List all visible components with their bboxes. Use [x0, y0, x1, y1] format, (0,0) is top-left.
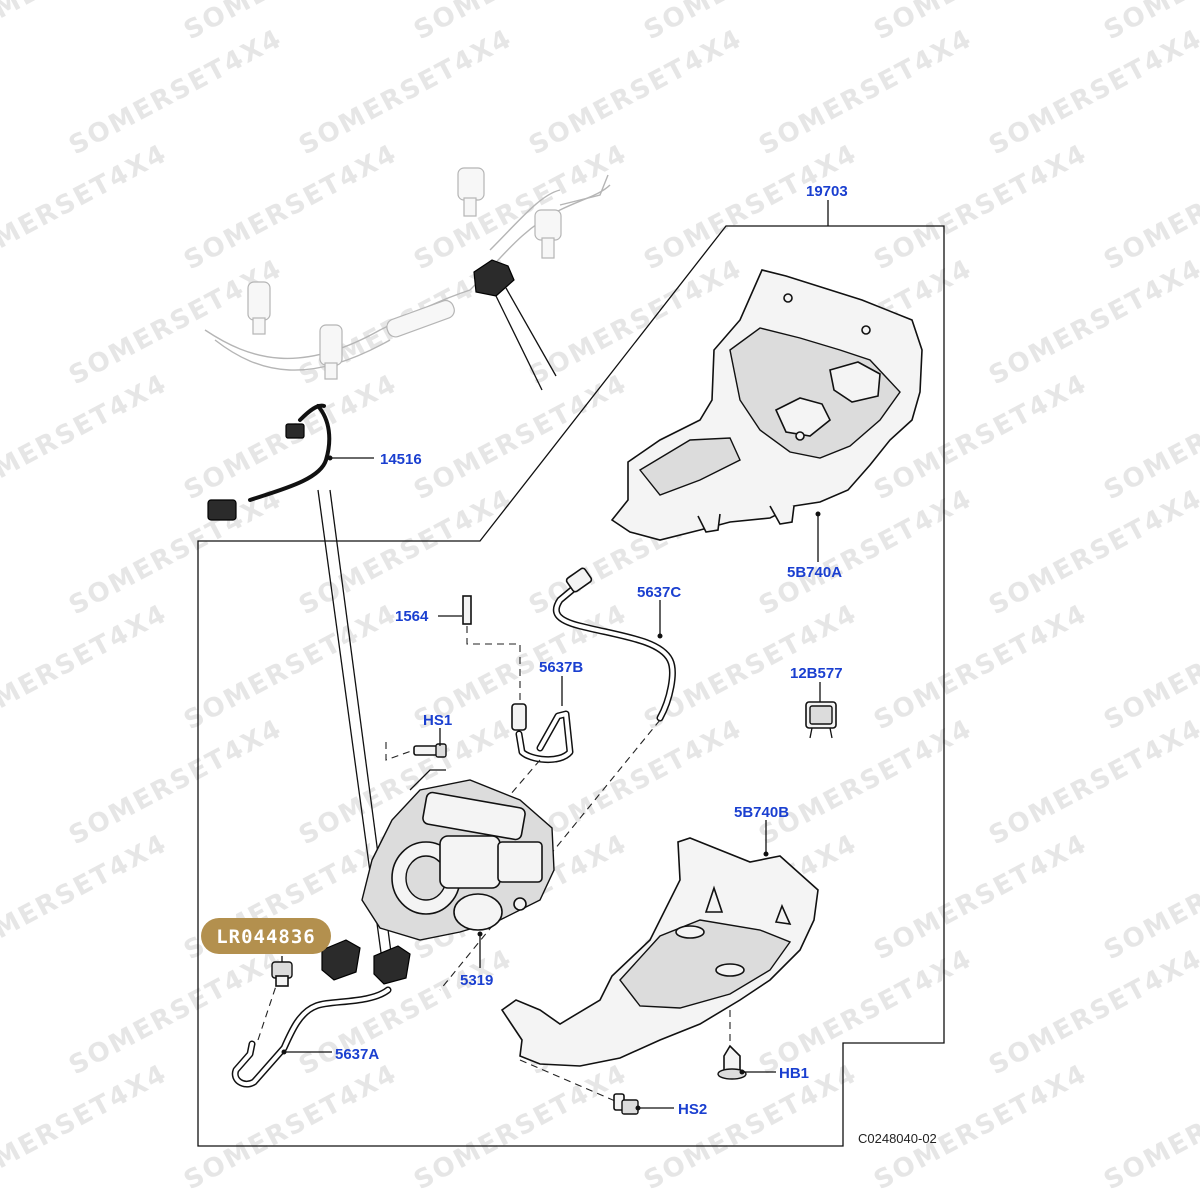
watermark-text: SOMERSET4X4	[754, 23, 977, 161]
upper-cover-5B740A	[610, 269, 923, 541]
callout-14516: 14516	[380, 451, 422, 468]
watermark-text: SOMERSET4X4	[524, 23, 747, 161]
callout-HB1: HB1	[779, 1065, 809, 1082]
part-number-text: LR044836	[216, 926, 316, 948]
watermark-text: SOMERSET4X4	[64, 713, 287, 851]
watermark-text: SOMERSET4X4	[984, 23, 1200, 161]
vehicle-overview-illustration	[204, 167, 611, 391]
watermark-text: SOMERSET4X4	[0, 138, 172, 276]
watermark-text: SOMERSET4X4	[984, 713, 1200, 851]
watermark-text: SOMERSET4X4	[1099, 828, 1200, 966]
bolt-HS1	[385, 742, 447, 761]
pressure-fitting-LR044836	[271, 961, 293, 987]
callout-12B577: 12B577	[790, 665, 843, 682]
callout-1564: 1564	[395, 608, 429, 625]
watermark-text: SOMERSET4X4	[409, 0, 632, 46]
relay-12B577	[805, 701, 837, 739]
watermark-text: SOMERSET4X4	[984, 483, 1200, 621]
watermark-text: SOMERSET4X4	[294, 23, 517, 161]
watermark-text: SOMERSET4X4	[0, 598, 172, 736]
watermark-text: SOMERSET4X4	[64, 483, 287, 621]
callout-5B740B: 5B740B	[734, 804, 789, 821]
watermark-text: SOMERSET4X4	[0, 828, 172, 966]
watermark-text: SOMERSET4X4	[984, 943, 1200, 1081]
watermark-text: SOMERSET4X4	[869, 828, 1092, 966]
watermark-text: SOMERSET4X4	[179, 0, 402, 46]
watermark-text: SOMERSET4X4	[639, 0, 862, 46]
callout-19703: 19703	[806, 183, 848, 200]
watermark-text: SOMERSET4X4	[294, 483, 517, 621]
watermark-text: SOMERSET4X4	[64, 943, 287, 1081]
stud-1564	[462, 595, 521, 700]
callout-5637B: 5637B	[539, 659, 583, 676]
watermark-text: SOMERSET4X4	[869, 0, 1092, 46]
callout-5B740A: 5B740A	[787, 564, 842, 581]
callout-5637C: 5637C	[637, 584, 681, 601]
callout-5637A: 5637A	[335, 1046, 379, 1063]
drawing-code: C0248040-02	[858, 1131, 937, 1146]
watermark-text: SOMERSET4X4	[1099, 138, 1200, 276]
watermark-text: SOMERSET4X4	[1099, 368, 1200, 506]
watermark-text: SOMERSET4X4	[0, 1058, 172, 1196]
watermark-text: SOMERSET4X4	[639, 1058, 862, 1196]
watermark-text: SOMERSET4X4	[179, 138, 402, 276]
watermark-text: SOMERSET4X4	[179, 1058, 402, 1196]
clip-HB1	[717, 1044, 747, 1080]
watermark-text: SOMERSET4X4	[984, 253, 1200, 391]
watermark-text: SOMERSET4X4	[869, 138, 1092, 276]
watermark-text: SOMERSET4X4	[409, 138, 632, 276]
callout-leaders	[281, 200, 829, 1111]
callout-HS1: HS1	[423, 712, 452, 729]
callout-HS2: HS2	[678, 1101, 707, 1118]
watermark-text: SOMERSET4X4	[639, 138, 862, 276]
air-pipe-5637B	[419, 703, 574, 901]
bolt-HS2	[613, 1093, 639, 1115]
watermark-text: SOMERSET4X4	[0, 0, 172, 46]
air-pipe-5637A	[231, 985, 392, 1088]
lower-tray-5B740B	[500, 837, 819, 1105]
air-compressor-5319	[321, 769, 555, 985]
watermark-text: SOMERSET4X4	[0, 368, 172, 506]
callout-5319: 5319	[460, 972, 493, 989]
watermark-text: SOMERSET4X4	[524, 713, 747, 851]
watermark-text: SOMERSET4X4	[1099, 598, 1200, 736]
watermark-text: SOMERSET4X4	[869, 598, 1092, 736]
group-frame	[197, 225, 945, 1147]
watermark-text: SOMERSET4X4	[179, 598, 402, 736]
watermark-text: SOMERSET4X4	[869, 1058, 1092, 1196]
part-number-badge[interactable]: LR044836	[201, 918, 331, 954]
watermark-text: SOMERSET4X4	[409, 1058, 632, 1196]
watermark-text: SOMERSET4X4	[64, 23, 287, 161]
watermark-text: SOMERSET4X4	[1099, 1058, 1200, 1196]
